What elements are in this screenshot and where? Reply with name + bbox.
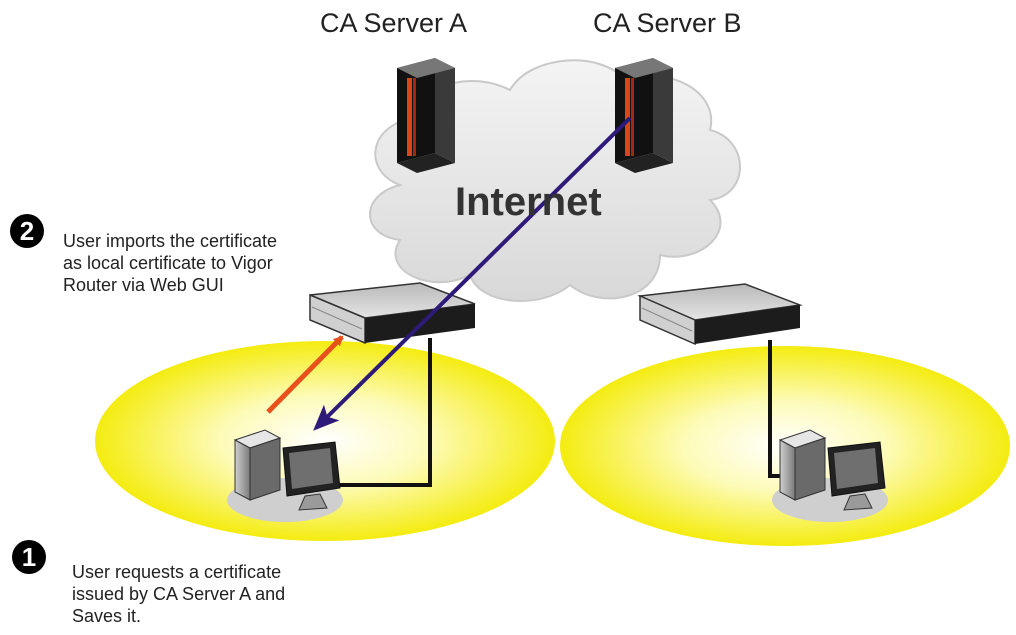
server-icon — [615, 58, 673, 173]
arrow-pc-to-router — [266, 335, 344, 414]
step-1-line-2: issued by CA Server A and — [72, 584, 286, 604]
internet-label: Internet — [455, 180, 602, 224]
computer-icon — [227, 429, 343, 522]
router-icon — [309, 282, 476, 345]
lan-ellipse-left — [95, 341, 555, 541]
step-2-line-3: Router via Web GUI — [63, 275, 224, 295]
step-2-text: User imports the certificate as local ce… — [63, 230, 277, 296]
step-2-line-1: User imports the certificate — [63, 231, 278, 251]
step-2-badge: 2 — [10, 214, 44, 248]
ca-server-b-label: CA Server B — [593, 8, 742, 38]
network-cable-left — [340, 338, 432, 487]
step-1-line-3: Saves it. — [72, 606, 142, 626]
step-1-line-1: User requests a certificate — [72, 562, 282, 582]
step-1-badge: 1 — [12, 540, 46, 574]
server-icon — [397, 58, 455, 173]
step-1-text: User requests a certificate issued by CA… — [72, 561, 285, 627]
step-2-line-2: as local certificate to Vigor — [63, 253, 273, 273]
ca-server-a-label: CA Server A — [320, 8, 468, 38]
router-icon — [637, 283, 803, 346]
arrow-server-b-to-pc — [313, 116, 632, 431]
computer-icon — [772, 429, 888, 522]
